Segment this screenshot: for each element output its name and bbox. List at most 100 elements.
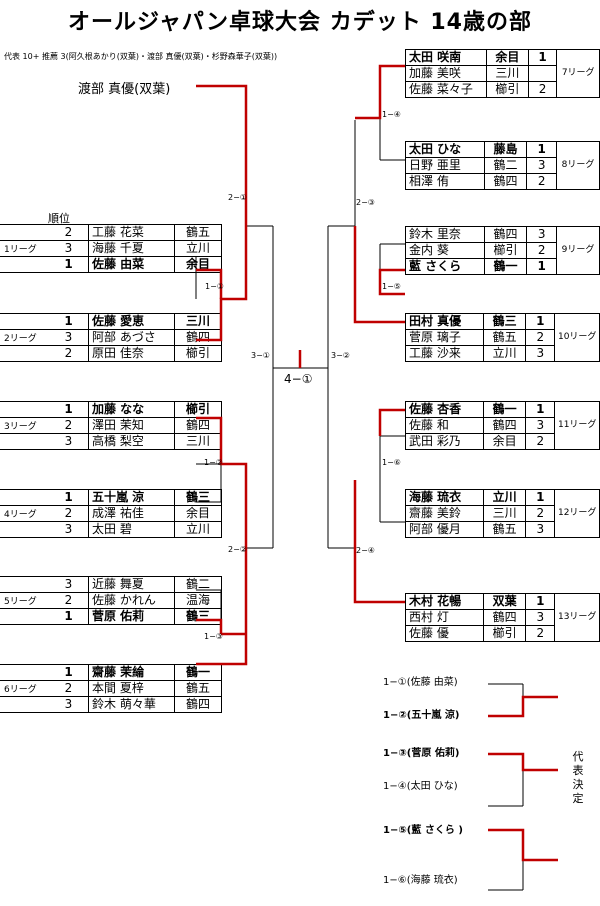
label-2-2: 2−② <box>228 545 247 554</box>
club-cell: 鶴五 <box>483 521 527 538</box>
result-entry: 1−⑤(藍 さくら ) <box>383 825 463 836</box>
label-1-5: 1−⑤ <box>382 282 401 291</box>
club-cell: 鶴四 <box>483 173 528 190</box>
player-name-cell: 成澤 祐佳 <box>88 505 175 522</box>
player-name-cell: 佐藤 優 <box>404 625 485 642</box>
top-seed-player: 渡部 真優(双葉) <box>78 82 171 97</box>
player-name-cell: 高橋 梨空 <box>88 433 175 450</box>
player-name-cell: 相澤 侑 <box>405 173 485 190</box>
player-name-cell: 佐藤 和 <box>404 417 485 434</box>
rank-cell: 3 <box>525 521 555 538</box>
player-name-cell: 齋藤 美鈴 <box>404 505 485 522</box>
club-cell: 余目 <box>174 505 222 522</box>
label-1-3: 1−③ <box>204 632 223 641</box>
player-name-cell: 鈴木 萌々華 <box>88 696 175 713</box>
label-1-1: 1−① <box>205 282 224 291</box>
club-cell: 鶴四 <box>174 417 222 434</box>
player-name-cell: 藍 さくら <box>405 258 485 275</box>
league-label: 8リーグ <box>555 141 600 190</box>
club-cell: 櫛引 <box>174 345 222 362</box>
player-name-cell: 武田 彩乃 <box>404 433 485 450</box>
label-1-2: 1−② <box>204 458 223 467</box>
player-name-cell: 工藤 沙来 <box>404 345 485 362</box>
club-cell: 鶴二 <box>174 576 222 593</box>
player-name-cell: 西村 灯 <box>404 609 485 626</box>
club-cell: 鶴四 <box>483 417 527 434</box>
league-label: 7リーグ <box>556 49 600 98</box>
club-cell: 余目 <box>483 433 527 450</box>
player-name-cell: 佐藤 由菜 <box>88 256 175 273</box>
club-cell: 鶴一 <box>483 258 528 275</box>
club-cell: 櫛引 <box>483 625 527 642</box>
label-2-3: 2−③ <box>356 198 375 207</box>
representative-decision: 代表決定 <box>572 750 584 805</box>
club-cell: 双葉 <box>483 593 527 610</box>
label-2-4: 2−④ <box>356 546 375 555</box>
club-cell: 温海 <box>174 592 222 609</box>
league-label: 9リーグ <box>555 226 600 275</box>
label-1-4: 1−④ <box>382 110 401 119</box>
club-cell: 立川 <box>483 345 527 362</box>
club-cell: 鶴四 <box>174 696 222 713</box>
league-label: 13リーグ <box>554 593 600 642</box>
player-name-cell: 佐藤 杏香 <box>404 401 485 418</box>
club-cell: 櫛引 <box>174 401 222 418</box>
player-name-cell: 木村 花暢 <box>404 593 485 610</box>
league-label: 10リーグ <box>554 313 600 362</box>
player-name-cell: 近藤 舞夏 <box>88 576 175 593</box>
result-entry: 1−①(佐藤 由菜) <box>383 677 458 688</box>
player-name-cell: 工藤 花菜 <box>88 224 175 241</box>
rank-cell: 2 <box>525 433 555 450</box>
rank-cell: 2 <box>526 173 557 190</box>
club-cell: 櫛引 <box>486 81 529 98</box>
label-3-1: 3−① <box>251 351 270 360</box>
club-cell: 立川 <box>174 521 222 538</box>
club-cell: 三川 <box>483 505 527 522</box>
result-entry: 1−②(五十嵐 涼) <box>383 710 460 721</box>
league-label: 11リーグ <box>554 401 600 450</box>
league-label: 12リーグ <box>554 489 600 538</box>
player-name-cell: 金内 葵 <box>405 242 485 259</box>
club-cell: 鶴二 <box>483 157 528 174</box>
result-entry: 1−③(菅原 佑莉) <box>383 748 460 759</box>
player-name-cell: 菅原 璃子 <box>404 329 485 346</box>
club-cell: 余目 <box>486 49 529 66</box>
